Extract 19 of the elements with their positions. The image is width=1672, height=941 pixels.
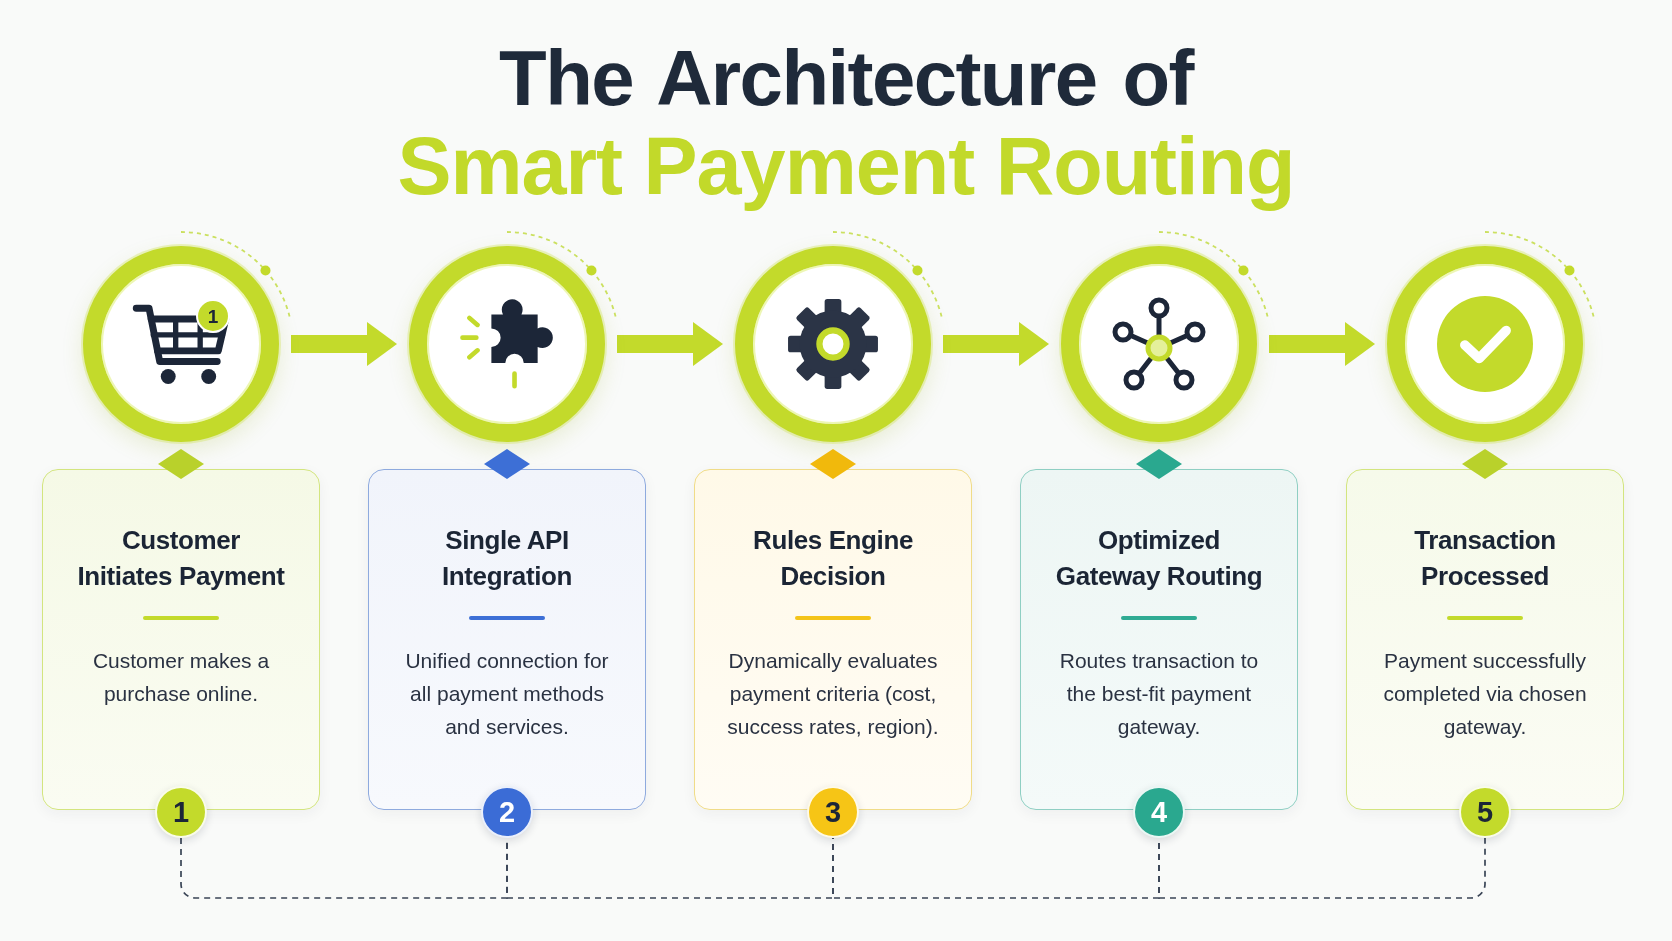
step-number-badge: 2 [481, 786, 533, 838]
step-title: Rules Engine Decision [752, 524, 914, 593]
step-title: Transaction Processed [1413, 524, 1557, 593]
dashed-connector [180, 837, 508, 899]
dashed-connector [832, 837, 1160, 899]
step-number-badge: 1 [155, 786, 207, 838]
step-description: Unified connection for all payment methods and services. [404, 648, 610, 740]
dashed-connector [1158, 837, 1486, 899]
step-description: Payment successfully completed via chosen gateway. [1382, 648, 1588, 740]
step-number-badge: 5 [1459, 786, 1511, 838]
step-title: Optimized Gateway Routing [1054, 524, 1264, 593]
step-description: Customer makes a purchase online. [91, 648, 271, 707]
step-description: Routes transaction to the best-fit payment gateway. [1058, 648, 1260, 740]
step-number-badge: 3 [807, 786, 859, 838]
step-number-badge: 4 [1133, 786, 1185, 838]
title: The Architecture of Smart Payment Routing [396, 34, 1296, 210]
step-description: Dynamically evaluates payment criteria (cost, success rates, region). [726, 648, 940, 740]
step-title: Single API Integration [441, 524, 573, 593]
step-title: Customer Initiates Payment [76, 524, 286, 593]
